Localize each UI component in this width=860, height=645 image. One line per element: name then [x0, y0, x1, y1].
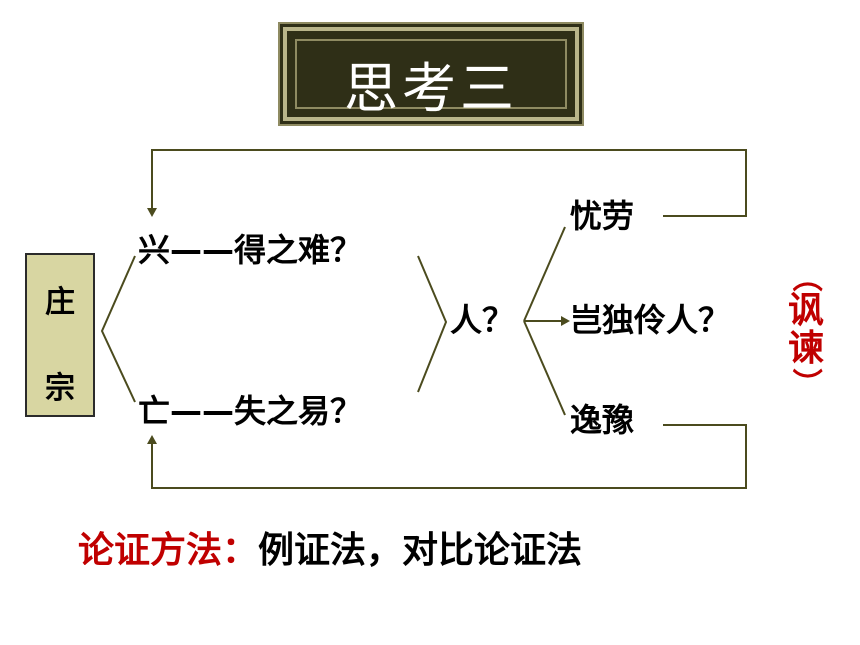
- label-xing-reason: ——得之难？: [170, 231, 363, 269]
- zong-char: 宗: [45, 371, 75, 406]
- note-char-feng: 讽: [787, 290, 824, 331]
- arrowhead-bottom-up: [147, 435, 157, 444]
- label-qidu: 岂独伶人？: [570, 301, 731, 339]
- method-label: 论证方法：: [78, 530, 259, 571]
- arrowhead-right: [561, 316, 570, 326]
- note-close-paren: ）: [788, 367, 823, 398]
- zhuang-char: 庄: [45, 285, 75, 320]
- title-text: 思考三: [344, 57, 518, 120]
- note-open-paren: （: [788, 262, 823, 292]
- left-bracket: [100, 255, 136, 403]
- label-yiyu: 逸豫: [570, 401, 635, 439]
- bottom-loop: [151, 424, 747, 489]
- zhuangzong-box: 庄 宗: [25, 253, 95, 417]
- note-char-jian: 谏: [787, 327, 824, 369]
- label-xing: 兴: [138, 231, 171, 269]
- arrowhead-top-down: [147, 208, 157, 217]
- label-ren: 人？: [450, 301, 515, 339]
- label-wang-reason: ——失之易？: [170, 392, 363, 430]
- top-loop: [151, 149, 747, 217]
- title-box: 思考三: [283, 27, 579, 121]
- method-value: 例证法，对比论证法: [258, 530, 583, 571]
- title-inner-frame: [295, 39, 567, 109]
- middle-bracket: [417, 255, 448, 393]
- argument-method: 论证方法：例证法，对比论证法: [78, 533, 582, 569]
- vertical-note: （ 讽 谏 ）: [783, 262, 829, 398]
- label-wang: 亡: [138, 392, 171, 430]
- fan-bottom: [523, 320, 566, 416]
- fan-top: [523, 226, 566, 322]
- label-youlao: 忧劳: [570, 197, 635, 235]
